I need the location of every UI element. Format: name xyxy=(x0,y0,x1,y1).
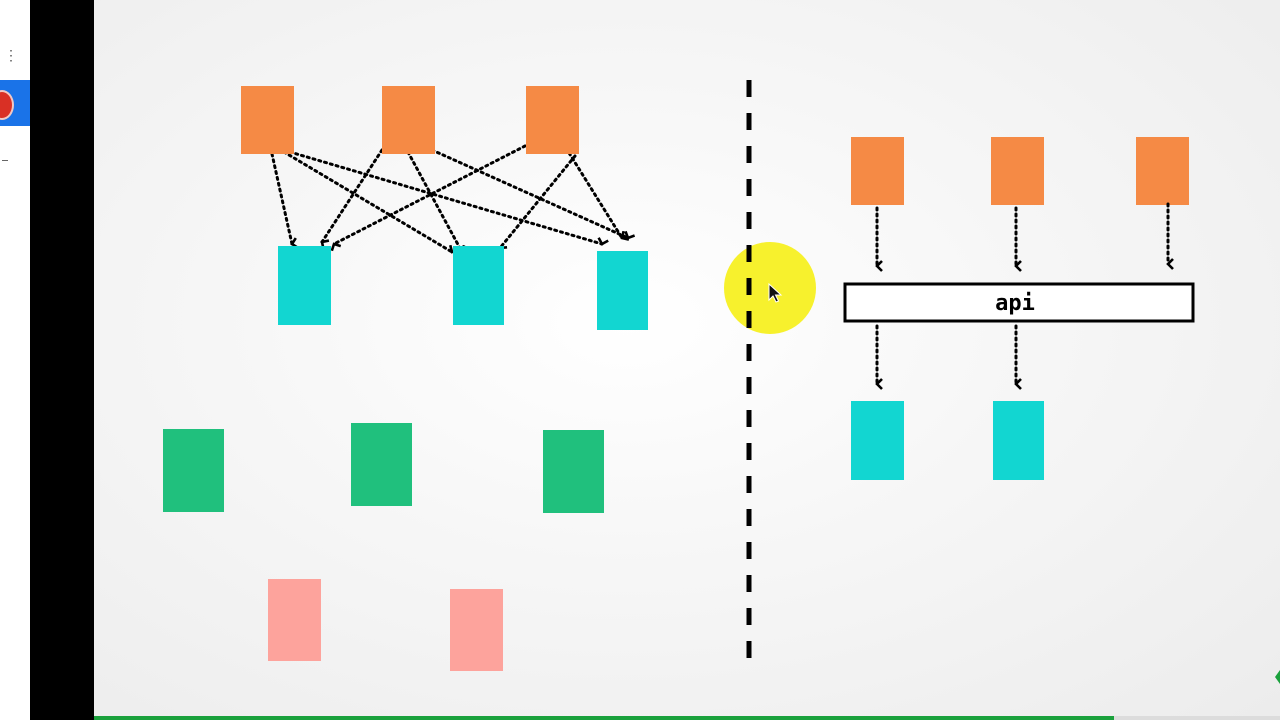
connection-arrow xyxy=(498,154,577,256)
connection-arrow xyxy=(430,148,636,240)
sidebar-divider xyxy=(2,160,8,161)
left-producer-box xyxy=(241,86,294,154)
left-consumer-box xyxy=(597,251,648,330)
slide-progress-fill xyxy=(94,716,1114,720)
right-consumer-box xyxy=(851,401,904,480)
pink-box xyxy=(268,579,321,661)
slide-progress-track xyxy=(94,716,1280,720)
left-producer-box xyxy=(382,86,435,154)
green-box xyxy=(163,429,224,512)
right-connections xyxy=(875,202,1174,390)
green-box xyxy=(351,423,412,506)
api-label: api xyxy=(995,291,1035,316)
connection-arrow xyxy=(330,144,527,252)
right-producer-box xyxy=(1136,137,1189,205)
right-producer-box xyxy=(991,137,1044,205)
black-margin-bar xyxy=(30,0,94,720)
left-connections xyxy=(270,144,636,256)
right-producer-box xyxy=(851,137,904,205)
right-consumer-box xyxy=(993,401,1044,480)
corner-marker-icon xyxy=(1275,670,1280,684)
connection-arrow xyxy=(282,150,460,254)
browser-sidebar-strip: ⋮ xyxy=(0,0,30,720)
connection-arrow xyxy=(288,150,609,246)
connection-arrow xyxy=(320,148,384,250)
api-box: api xyxy=(843,282,1195,323)
connection-arrow xyxy=(564,146,630,241)
left-consumer-box xyxy=(278,246,331,325)
left-producer-box xyxy=(526,86,579,154)
connection-arrow xyxy=(406,150,470,256)
left-consumer-box xyxy=(453,246,504,325)
connection-arrow xyxy=(270,152,299,249)
mouse-pointer-icon xyxy=(768,282,783,303)
pink-box xyxy=(450,589,503,671)
green-box xyxy=(543,430,604,513)
